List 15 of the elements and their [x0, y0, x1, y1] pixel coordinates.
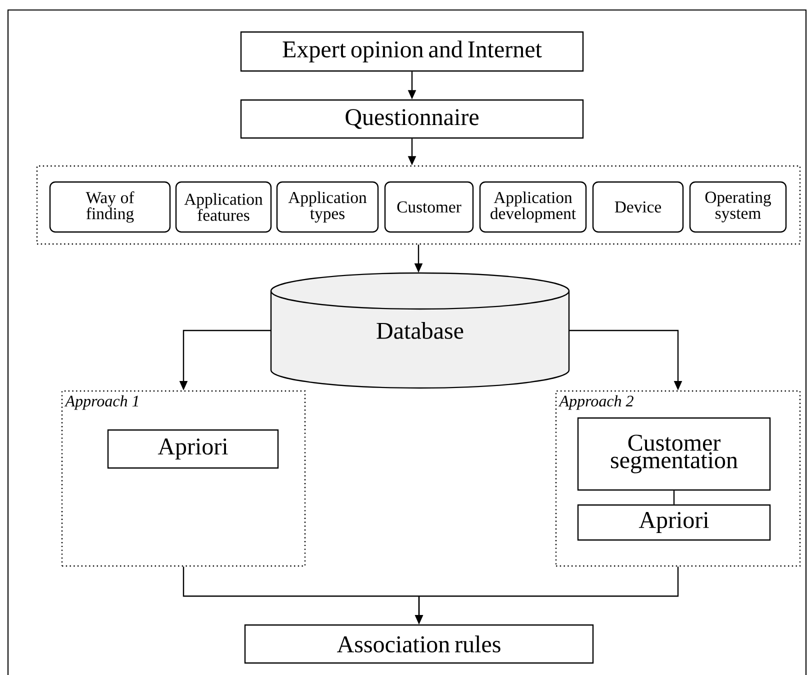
- category-box: Way of finding: [49, 181, 171, 233]
- dotted-group-box: [36, 165, 801, 245]
- database-cylinder: Database: [270, 272, 570, 389]
- category-box: Application types: [276, 181, 379, 233]
- category-box: Customer: [384, 181, 474, 233]
- process-box: Expert opinion and Internet: [240, 31, 584, 72]
- category-box: Application development: [479, 181, 587, 233]
- process-box: Questionnaire: [240, 99, 584, 139]
- category-box: Application features: [175, 181, 272, 233]
- process-box: Apriori: [107, 429, 279, 469]
- category-box: Operating system: [689, 181, 787, 233]
- category-box: Device: [592, 181, 684, 233]
- process-box: Apriori: [577, 504, 771, 541]
- process-box: Customer segmentation: [577, 417, 771, 491]
- process-box: Association rules: [244, 624, 594, 664]
